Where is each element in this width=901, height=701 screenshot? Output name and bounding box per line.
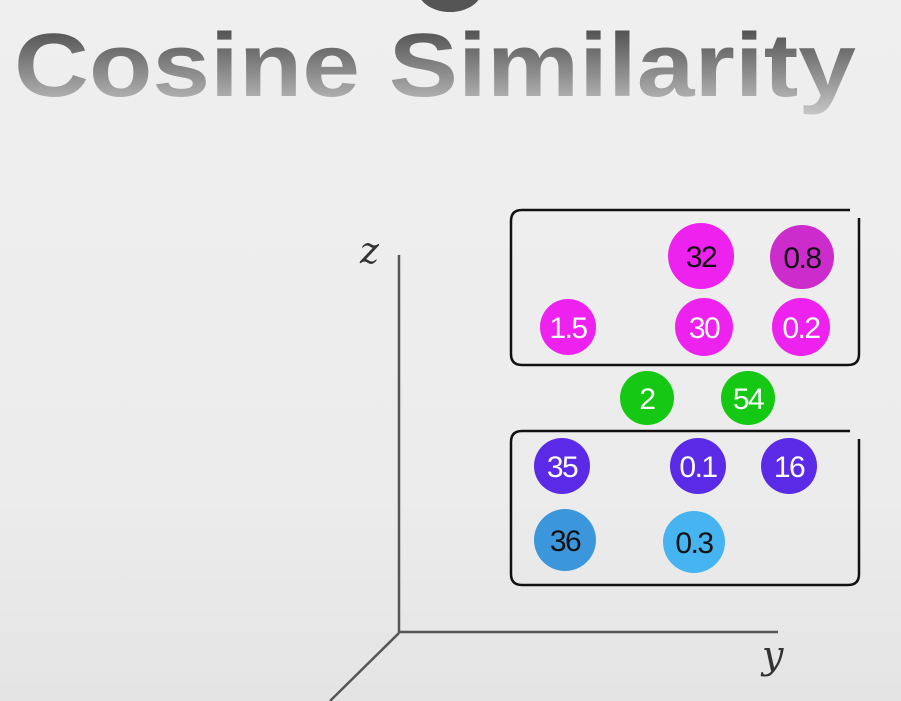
top-circle: 0.2 xyxy=(772,298,830,356)
middle-circle: 54 xyxy=(721,371,775,425)
top-circle: 0.8 xyxy=(770,225,834,289)
bottom-circle-label: 0.1 xyxy=(679,451,717,484)
top-circle-shape xyxy=(668,223,734,289)
bottom-circle-shape xyxy=(534,509,596,571)
top-circle-label: 32 xyxy=(686,241,717,274)
bottom-circle: 35 xyxy=(534,438,590,494)
circles-layer: 32 0.8 1.5 30 0.2 2 54 35 0.1 16 36 0.3 xyxy=(534,223,834,573)
top-circle-shape xyxy=(772,298,830,356)
bottom-circle-shape xyxy=(663,511,725,573)
top-circle-label: 0.8 xyxy=(783,242,821,275)
x-axis xyxy=(329,632,400,701)
top-circle-label: 30 xyxy=(689,312,720,345)
middle-circle-shape xyxy=(620,371,674,425)
bottom-circle-label: 35 xyxy=(547,451,578,484)
y-axis-label: y xyxy=(760,633,784,677)
bottom-circle-label: 36 xyxy=(550,525,581,558)
middle-circle: 2 xyxy=(620,371,674,425)
bottom-circle: 0.3 xyxy=(663,511,725,573)
middle-circle-label: 54 xyxy=(733,383,764,416)
top-circle: 32 xyxy=(668,223,734,289)
partial-circle-top xyxy=(421,0,479,12)
z-axis-label: z xyxy=(359,231,380,272)
bottom-circle-shape xyxy=(761,438,817,494)
top-circle-label: 1.5 xyxy=(549,312,587,345)
top-circle: 1.5 xyxy=(540,299,596,355)
top-circle-shape xyxy=(770,225,834,289)
top-circle: 30 xyxy=(675,298,733,356)
bottom-circle: 36 xyxy=(534,509,596,571)
bottom-circle-label: 0.3 xyxy=(675,527,713,560)
bottom-circle: 0.1 xyxy=(670,438,726,494)
middle-circle-label: 2 xyxy=(639,383,655,416)
bottom-circle-label: 16 xyxy=(774,451,805,484)
top-circle-shape xyxy=(540,299,596,355)
page-title: Cosine Similarity xyxy=(14,16,856,116)
middle-circle-shape xyxy=(721,371,775,425)
bottom-group-box xyxy=(509,429,861,587)
top-circle-label: 0.2 xyxy=(782,312,820,345)
top-circle-shape xyxy=(675,298,733,356)
bottom-circle: 16 xyxy=(761,438,817,494)
bottom-circle-shape xyxy=(534,438,590,494)
top-group-box xyxy=(509,208,861,367)
bottom-circle-shape xyxy=(670,438,726,494)
